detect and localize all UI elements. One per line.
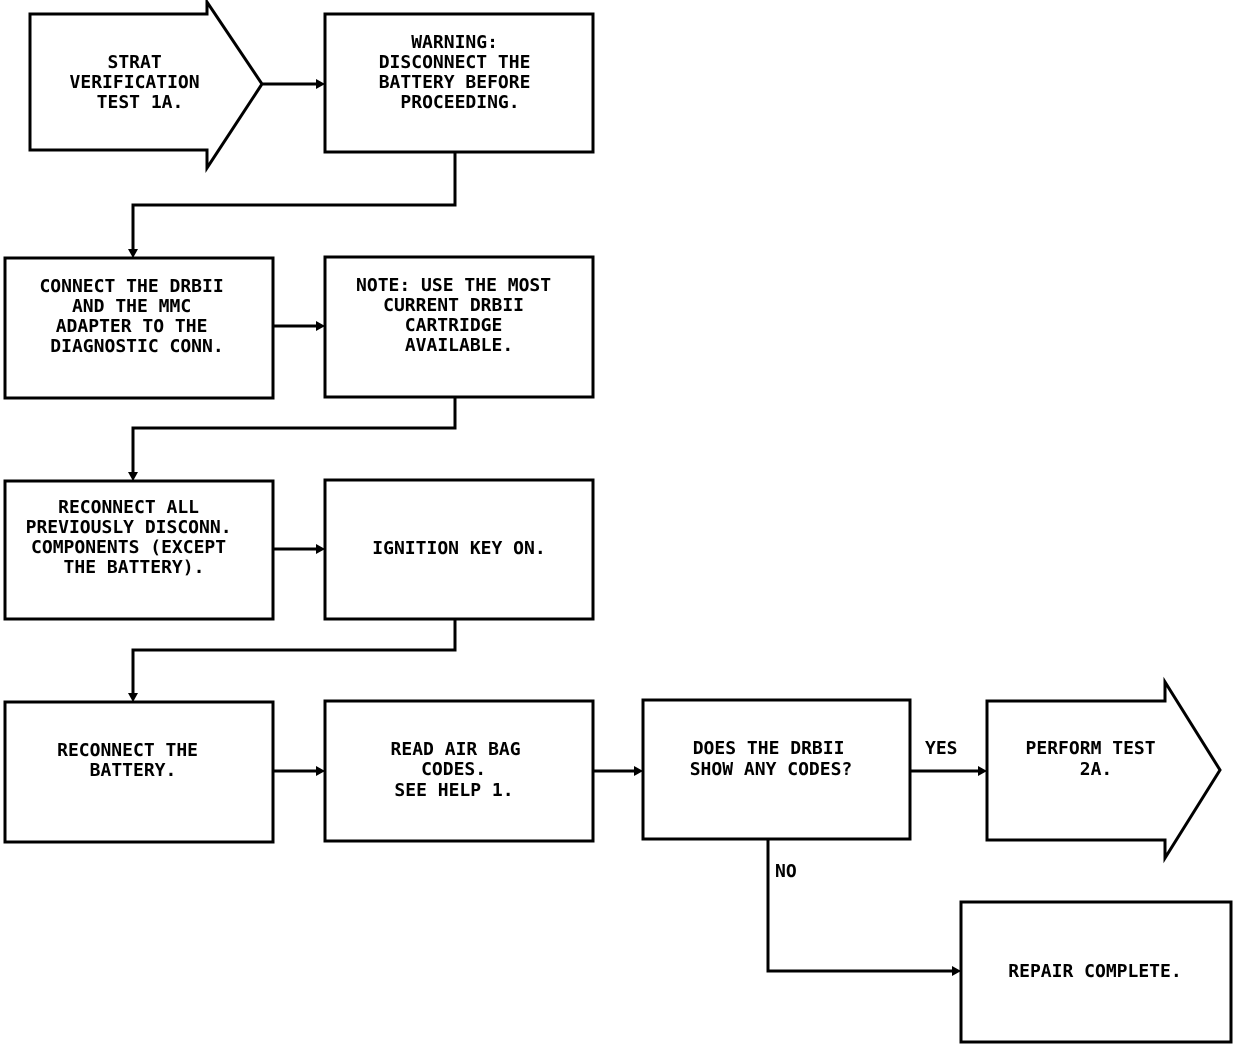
perform-arrow-shape	[985, 676, 1222, 864]
arrowhead-decision-perform	[978, 766, 987, 776]
reconnect-battery-box	[3, 700, 275, 844]
read-codes-line-2: CODES.	[421, 759, 486, 780]
decision-line-1: DOES THE DRBII	[693, 738, 845, 759]
reconnect-all-line-1: RECONNECT ALL	[58, 497, 199, 518]
warning-line-3: BATTERY BEFORE	[379, 72, 531, 93]
reconnect-all-line-4: THE BATTERY).	[64, 557, 205, 578]
connect-drb-text: CONNECT THE DRBII AND THE MMC ADAPTER TO…	[39, 276, 234, 357]
connector-warning-connect	[131, 152, 457, 252]
arrowhead-start-warning	[316, 79, 325, 89]
reconnect-battery-text: RECONNECT THE BATTERY.	[57, 740, 209, 781]
connectors	[128, 79, 987, 976]
edge-label-yes: YES	[925, 738, 958, 759]
decision-text: DOES THE DRBII SHOW ANY CODES?	[690, 738, 856, 780]
warning-line-4: PROCEEDING.	[400, 92, 519, 113]
connect-drb-line-2: AND THE MMC	[72, 296, 191, 317]
warning-text: WARNING: DISCONNECT THE BATTERY BEFORE P…	[379, 32, 542, 113]
decision-line-2: SHOW ANY CODES?	[690, 759, 853, 780]
reconnect-all-line-2: PREVIOUSLY DISCONN.	[26, 517, 232, 538]
read-codes-line-1: READ AIR BAG	[391, 739, 521, 760]
warning-line-1: WARNING:	[411, 32, 498, 53]
read-codes-line-3: SEE HELP 1.	[394, 780, 513, 801]
connector-note-reconnect-all	[131, 397, 457, 475]
arrowhead-decision-repair	[952, 966, 961, 976]
read-codes-text: READ AIR BAG CODES. SEE HELP 1.	[391, 739, 532, 801]
edge-label-no: NO	[775, 861, 797, 882]
arrowhead-note-reconnect-all	[128, 472, 138, 481]
note-line-3: CARTRIDGE	[405, 315, 503, 336]
arrowhead-ignition-reconnect-battery	[128, 693, 138, 702]
repair-box	[959, 900, 1233, 1044]
reconnect-all-box	[3, 479, 275, 621]
arrowhead-connect-note	[316, 321, 325, 331]
start-arrow-shape	[28, 0, 264, 174]
ignition-box	[323, 478, 595, 621]
perform-line-1: PERFORM TEST	[1026, 738, 1156, 759]
start-line-2: VERIFICATION	[70, 72, 200, 93]
ignition-line-1: IGNITION KEY ON.	[372, 538, 545, 559]
perform-text: PERFORM TEST 2A.	[1026, 738, 1167, 780]
connect-drb-line-1: CONNECT THE DRBII	[39, 276, 223, 297]
warning-line-2: DISCONNECT THE	[379, 52, 531, 73]
arrowhead-warning-connect	[128, 249, 138, 258]
note-text: NOTE: USE THE MOST CURRENT DRBII CARTRID…	[356, 275, 562, 356]
connector-decision-repair	[766, 839, 956, 973]
read-codes-box	[323, 699, 595, 843]
note-line-2: CURRENT DRBII	[383, 295, 524, 316]
start-line-3: TEST 1A.	[97, 92, 184, 113]
reconnect-battery-line-2: BATTERY.	[90, 760, 177, 781]
connect-drb-line-4: DIAGNOSTIC CONN.	[50, 336, 223, 357]
perform-line-2: 2A.	[1080, 759, 1113, 780]
arrowhead-reconnect-battery-read	[316, 766, 325, 776]
reconnect-battery-line-1: RECONNECT THE	[57, 740, 198, 761]
note-line-4: AVAILABLE.	[405, 335, 513, 356]
warning-box	[323, 12, 595, 154]
repair-text: REPAIR COMPLETE.	[1008, 961, 1181, 982]
arrowhead-reconnect-all-ignition	[316, 544, 325, 554]
reconnect-all-line-3: COMPONENTS (EXCEPT	[31, 537, 226, 558]
start-line-1: STRAT	[107, 52, 161, 73]
note-line-1: NOTE: USE THE MOST	[356, 275, 551, 296]
connector-ignition-reconnect-battery	[131, 619, 457, 696]
arrowhead-read-decision	[634, 766, 643, 776]
start-text: STRAT VERIFICATION TEST 1A.	[70, 52, 211, 113]
connect-drb-line-3: ADAPTER TO THE	[56, 316, 208, 337]
reconnect-all-text: RECONNECT ALL PREVIOUSLY DISCONN. COMPON…	[26, 497, 243, 578]
repair-line-1: REPAIR COMPLETE.	[1008, 961, 1181, 982]
connect-drb-box	[3, 256, 275, 400]
note-box	[323, 255, 595, 399]
ignition-text: IGNITION KEY ON.	[372, 538, 545, 559]
